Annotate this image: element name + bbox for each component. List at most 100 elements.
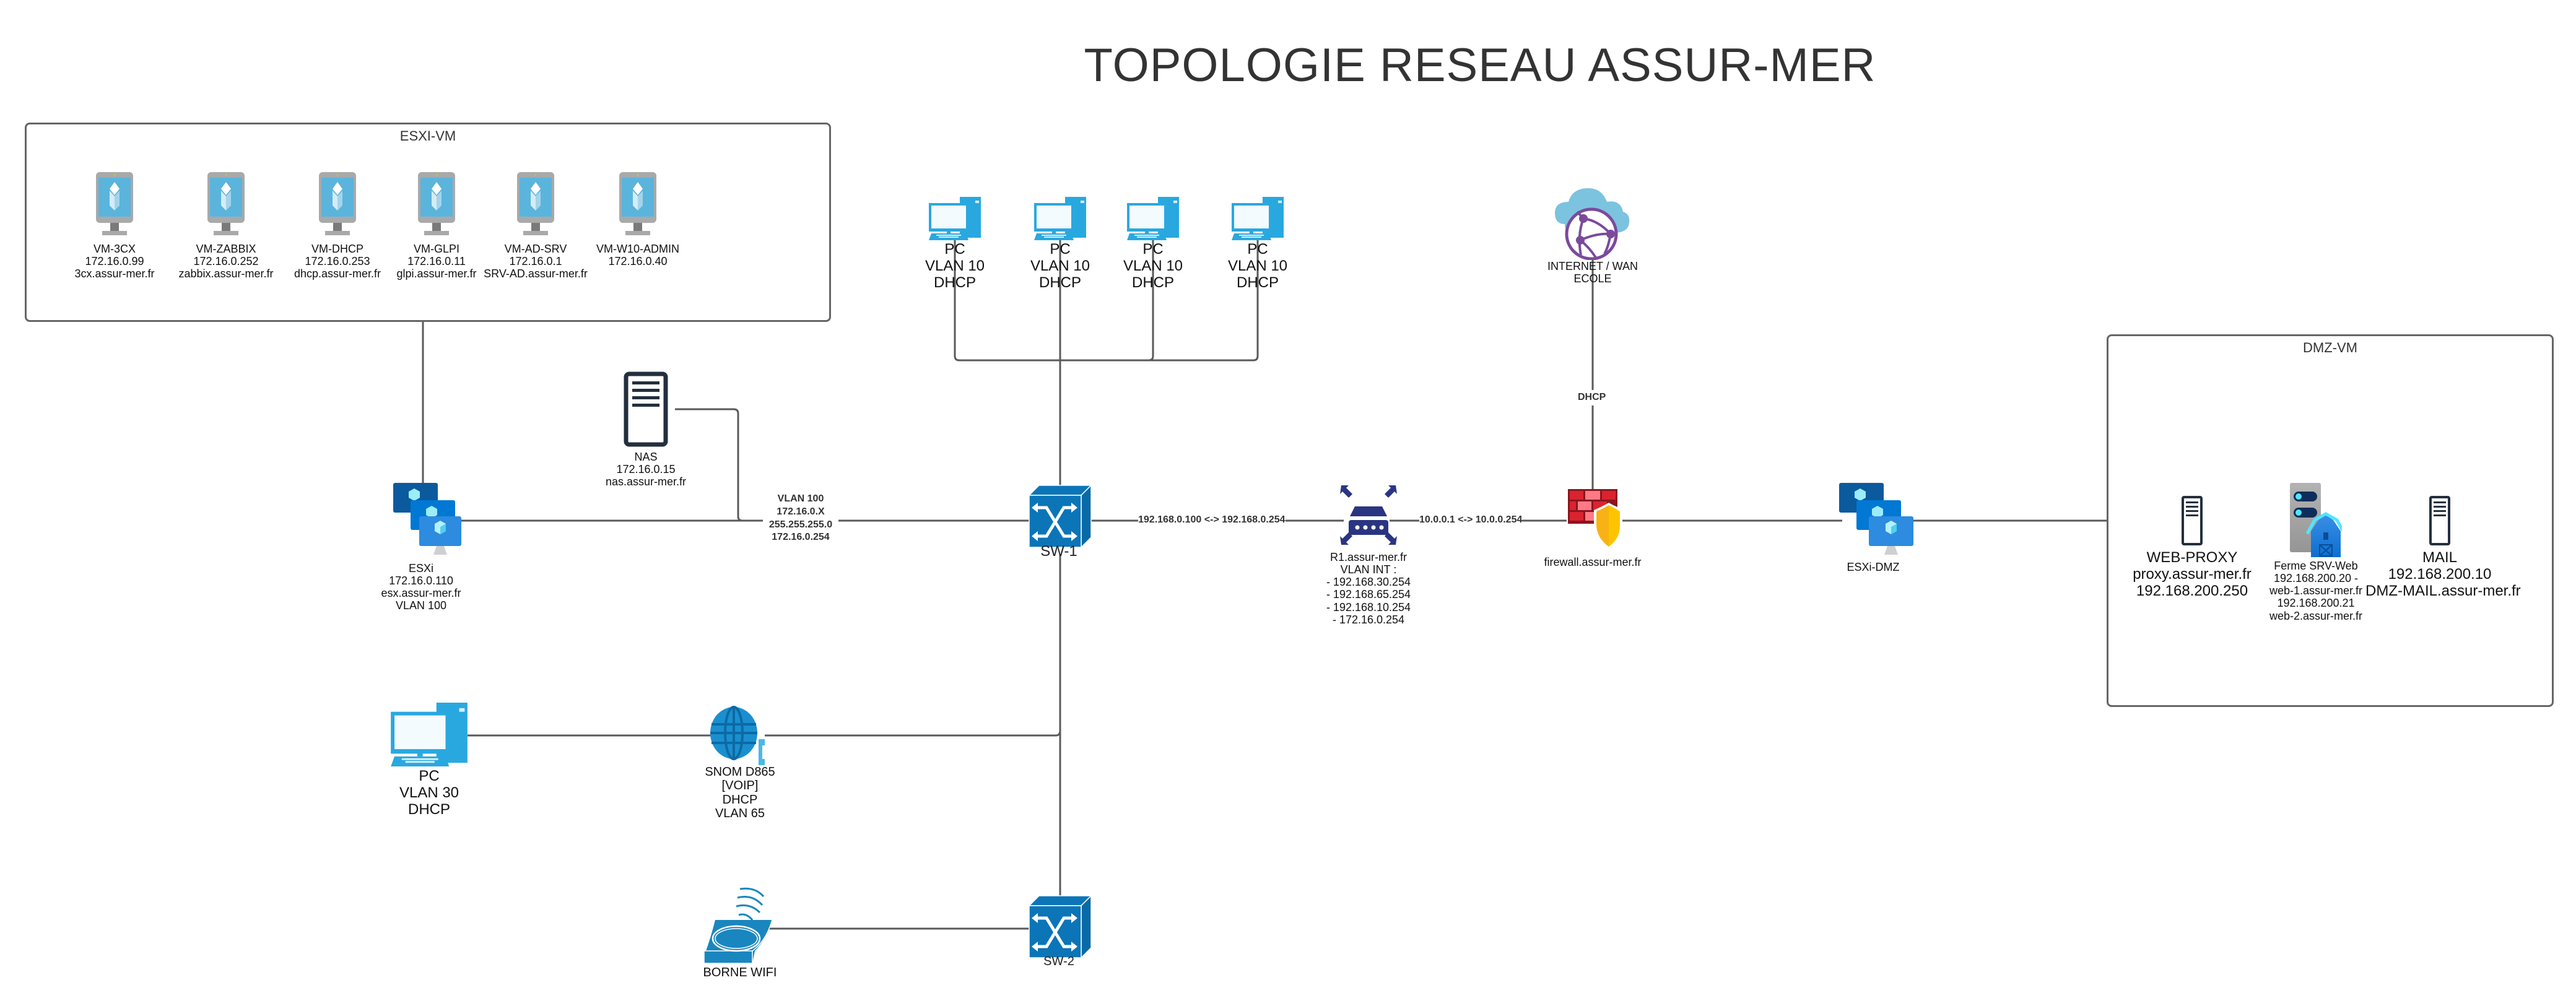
server-icon [2429,496,2450,545]
esxi-vm[interactable]: VM-3CX 172.16.0.99 3cx.assur-mer.fr [62,172,167,280]
vm-fqdn: SRV-AD.assur-mer.fr [484,267,588,280]
vlan100-label-line: 172.16.0.X [777,506,825,517]
web-farm-label-line-4: 192.168.200.21 [2277,597,2355,610]
firewall-label: firewall.assur-mer.fr [1544,556,1642,568]
pc-label-line: PC [1247,241,1268,258]
vlan100-label-line: VLAN 100 [777,493,824,504]
nas-label-line-1: NAS [634,451,658,463]
esxi-vm-group-label: ESXI-VM [399,128,456,144]
router-label-line-6: - 172.16.0.254 [1332,613,1405,626]
vm-name: VM-GLPI [413,243,459,255]
proxy-label-line-2: proxy.assur-mer.fr [2133,565,2252,583]
pc30-label-line-1: PC [419,768,440,784]
router-node[interactable]: R1.assur-mer.fr VLAN INT : - 192.168.30.… [1319,483,1418,626]
vm-fqdn: zabbix.assur-mer.fr [178,267,274,280]
vm-name: VM-AD-SRV [504,243,567,255]
esxi-label-line-4: VLAN 100 [395,599,447,612]
vlan100-label-line: 255.255.255.0 [768,519,833,530]
vm-ip: 172.16.0.99 [85,255,144,268]
internet-node[interactable]: INTERNET / WAN ECOLE [1540,186,1645,285]
web-farm-label-line-5: web-2.assur-mer.fr [2269,609,2363,622]
wire-nas-sw1 [675,408,743,522]
pc-label-line: VLAN 10 [1030,257,1090,274]
dmz-vm-group-label: DMZ-VM [2303,340,2357,355]
page-title: TOPOLOGIE RESEAU ASSUR-MER [1084,39,1876,92]
sw1-node[interactable] [1028,484,1092,549]
router-label-line-3: - 192.168.30.254 [1326,576,1411,589]
wire-pc3-bus [1148,238,1154,362]
router-icon [1340,485,1397,545]
switch-icon [1028,895,1092,959]
pc-label-line: PC [1050,241,1071,258]
web-farm-label-line-3: web-1.assur-mer.fr [2269,584,2363,597]
pc-vlan10[interactable]: PC VLAN 10 DHCP [1211,197,1304,292]
pc-vlan10[interactable]: PC VLAN 10 DHCP [908,197,1001,292]
wifi-ap-node[interactable]: BORNE WIFI [681,882,799,979]
router-label-line-1: R1.assur-mer.fr [1329,551,1408,563]
esxi-vm[interactable]: VM-ZABBIX 172.16.0.252 zabbix.assur-mer.… [173,172,279,280]
esxi-vm[interactable]: VM-W10-ADMIN 172.16.0.40 [585,172,690,267]
nas-label-line-2: 172.16.0.15 [616,463,676,476]
esxi-vm[interactable]: VM-DHCP 172.16.0.253 dhcp.assur-mer.fr [285,172,390,280]
pc-vlan30-node[interactable]: PC VLAN 30 DHCP [383,703,476,818]
desktop-pc-icon [1232,197,1284,240]
vm-ip: 172.16.0.11 [407,255,466,268]
vlan100-edge-label: VLAN 100 172.16.0.X 255.255.255.0 172.16… [763,493,838,545]
vm-fqdn: glpi.assur-mer.fr [396,267,477,280]
nas-label-line-3: nas.assur-mer.fr [605,475,687,488]
internet-label-line-2: ECOLE [1573,272,1612,285]
web-farm-label-line-1: Ferme SRV-Web [2274,560,2358,572]
esxi-host-node[interactable]: ESXi 172.16.0.110 esx.assur-mer.fr VLAN … [372,483,471,612]
mail-label-line-1: MAIL [2422,549,2457,566]
vm-ip: 172.16.0.40 [608,255,668,268]
router-label-line-4: - 192.168.65.254 [1326,588,1411,601]
vm-name: VM-ZABBIX [196,243,256,255]
firewall-icon [1568,489,1622,550]
esxi-label-line-3: esx.assur-mer.fr [381,587,461,600]
virtual-machine-icon [207,172,245,235]
vlan100-label-line: 172.16.0.254 [772,532,830,543]
nas-node[interactable]: NAS 172.16.0.15 nas.assur-mer.fr [599,371,692,488]
pc-vlan10[interactable]: PC VLAN 10 DHCP [1107,197,1199,292]
pc-label-line: VLAN 10 [925,257,985,274]
desktop-pc-icon [1034,197,1086,240]
ip-phone-icon [710,706,765,765]
sw1-label: SW-1 [1040,543,1077,560]
sw2-node[interactable] [1028,895,1092,959]
internet-label-line-1: INTERNET / WAN [1547,260,1638,272]
esxi-label-line-1: ESXi [408,562,434,575]
wire-pc-bus [954,238,1259,362]
esxi-vm[interactable]: VM-AD-SRV 172.16.0.1 SRV-AD.assur-mer.fr [483,172,588,280]
web-proxy-node[interactable]: WEB-PROXY proxy.assur-mer.fr 192.168.200… [2130,495,2254,600]
desktop-pc-icon [1127,197,1179,240]
esxi-vm[interactable]: VM-GLPI 172.16.0.11 glpi.assur-mer.fr [384,172,489,280]
wire-sw1-voip [765,730,1061,737]
mail-label-line-2: 192.168.200.10 [2388,565,2492,583]
proxy-label-line-3: 192.168.200.250 [2136,582,2248,599]
vm-name: VM-W10-ADMIN [596,243,679,255]
voip-phone-node[interactable]: SNOM D865 [VOIP] DHCP VLAN 65 [690,706,790,821]
cloud-globe-icon [1555,188,1630,260]
pc-label-line: DHCP [933,274,976,291]
wireless-access-point-icon [703,887,773,964]
mail-node[interactable]: MAIL 192.168.200.10 DMZ-MAIL.assur-mer.f… [2365,495,2521,600]
pc-label-line: VLAN 10 [1227,257,1288,274]
voip-label-line-4: VLAN 65 [715,807,765,821]
voip-label-line-1: SNOM D865 [705,765,775,779]
pc30-label-line-3: DHCP [407,800,450,818]
server-farm-icon [2290,483,2342,557]
pc-label-line: DHCP [1038,274,1081,291]
virtual-machine-icon [619,172,656,235]
sw1-router-edge-label: 192.168.0.100 <-> 192.168.0.254 [1138,514,1286,527]
virtual-machine-icon [96,172,133,235]
web-farm-node[interactable]: Ferme SRV-Web 192.168.200.20 - web-1.ass… [2254,483,2378,622]
pc-label-line: PC [1142,241,1164,258]
esxi-label-line-2: 172.16.0.110 [389,575,453,588]
voip-label-line-2: [VOIP] [721,779,759,793]
router-label-line-2: VLAN INT : [1340,563,1397,576]
firewall-node[interactable]: firewall.assur-mer.fr [1543,488,1642,568]
pc-vlan10[interactable]: PC VLAN 10 DHCP [1014,197,1107,292]
pc30-label-line-2: VLAN 30 [399,784,459,801]
esxi-dmz-node[interactable]: ESXi-DMZ [1827,483,1920,573]
